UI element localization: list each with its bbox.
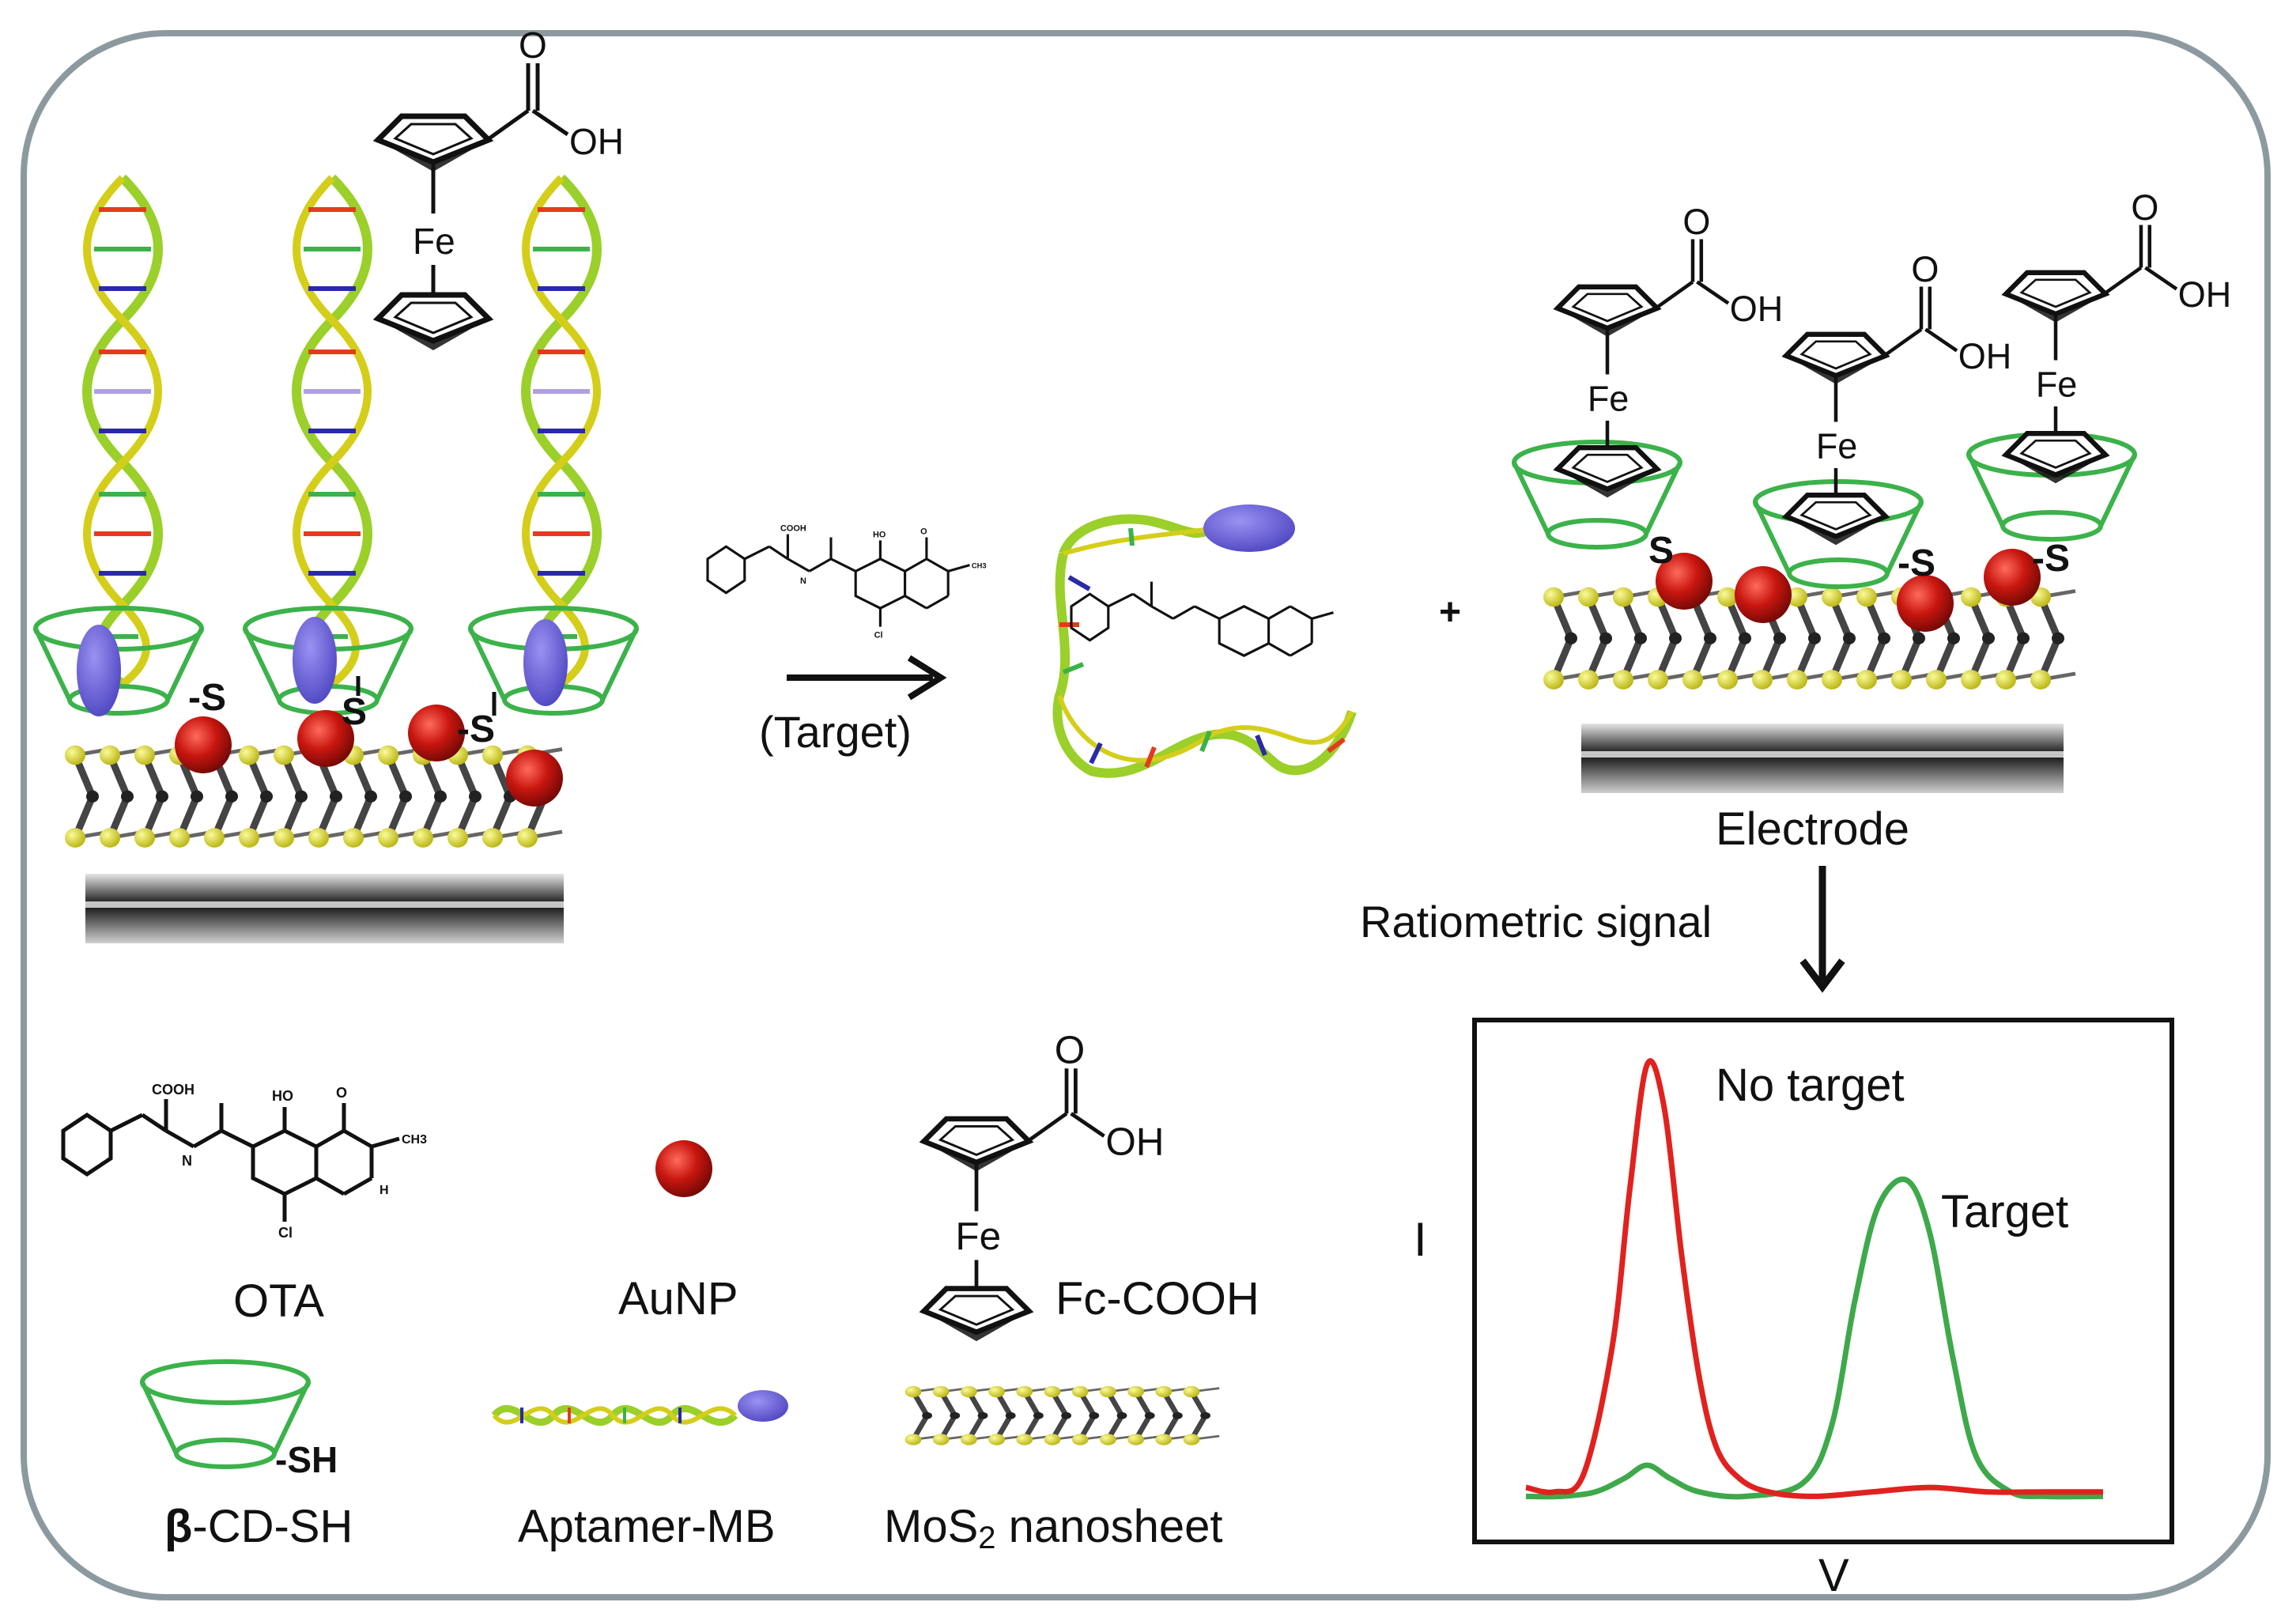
cd-name: -CD-SH bbox=[192, 1501, 353, 1552]
fe-label: Fe bbox=[955, 1215, 1001, 1258]
legend-ota-label: OTA bbox=[233, 1275, 324, 1327]
legend-cd-label: β-CD-SH bbox=[164, 1501, 353, 1552]
left-mb-2 bbox=[293, 617, 337, 704]
right-electrode-bar bbox=[1581, 724, 2064, 793]
left-s-label-2: S bbox=[342, 691, 367, 733]
x-axis-label: V bbox=[1818, 1550, 1849, 1601]
complex-mb bbox=[1203, 504, 1295, 552]
left-s-label-3: -S bbox=[457, 708, 495, 750]
legend-aunp-symbol bbox=[655, 1140, 712, 1197]
o-label: O bbox=[1055, 1029, 1085, 1072]
legend-no-target: No target bbox=[1716, 1060, 1905, 1111]
series-line-target bbox=[1525, 1176, 2104, 1500]
right-fc-3: Fe O OH bbox=[2006, 187, 2231, 483]
ch3-label: CH3 bbox=[972, 562, 987, 570]
cooh-label: COOH bbox=[152, 1082, 194, 1098]
right-s-label-3: -S bbox=[2032, 538, 2070, 580]
o-label: O bbox=[1682, 202, 1710, 242]
legend-aptamer-symbol bbox=[491, 1390, 788, 1426]
legend-cd-sh-tag: -SH bbox=[275, 1439, 338, 1480]
cl-label: Cl bbox=[278, 1225, 293, 1241]
mos2-subscript: 2 bbox=[978, 1521, 995, 1555]
cooh-label: COOH bbox=[780, 524, 806, 534]
ho-label: HO bbox=[873, 531, 886, 540]
left-mb-3 bbox=[523, 619, 568, 706]
o-label: O bbox=[1911, 249, 1939, 289]
beta-symbol: β bbox=[164, 1501, 192, 1552]
right-fc-2: Fe O OH bbox=[1786, 249, 2011, 545]
legend-mos2-label: MoS2 nanosheet bbox=[884, 1501, 1223, 1555]
nh-label: N bbox=[182, 1153, 192, 1169]
right-aunp-4 bbox=[1984, 549, 2041, 606]
legend-aptamer-label: Aptamer-MB bbox=[518, 1501, 776, 1552]
ratiometric-label: Ratiometric signal bbox=[1360, 897, 1712, 947]
right-aunp-3 bbox=[1897, 575, 1954, 632]
legend-ota-structure: COOH N HO O Cl CH3 H bbox=[61, 1082, 427, 1241]
right-electrode-assembly: S -S -S Fe O OH Fe O OH Fe O OH bbox=[1514, 187, 2231, 793]
left-electrode-assembly: -S S -S Fe O OH bbox=[36, 25, 636, 943]
electrode-label: Electrode bbox=[1716, 803, 1909, 855]
left-mb-1 bbox=[77, 625, 121, 716]
mos2-nanosheet: nanosheet bbox=[996, 1501, 1223, 1552]
reaction-arrowhead bbox=[907, 655, 947, 701]
oh-label: OH bbox=[569, 121, 624, 162]
ch3-label: CH3 bbox=[402, 1133, 427, 1147]
legend-target: Target bbox=[1941, 1186, 2068, 1237]
voltammogram-chart: No target Target I V bbox=[1414, 1018, 2174, 1601]
oh-label: OH bbox=[1730, 289, 1784, 329]
fe-label: Fe bbox=[413, 221, 455, 262]
series-line-no-target bbox=[1525, 1058, 2103, 1499]
middle-ota-structure: COOH N HO O Cl CH3 bbox=[706, 524, 987, 640]
o-label: O bbox=[2131, 187, 2158, 228]
ratiometric-arrowhead bbox=[1799, 958, 1845, 993]
right-s-label-2: -S bbox=[1898, 542, 1935, 584]
oh-label: OH bbox=[2178, 274, 2232, 315]
o-label: O bbox=[519, 25, 547, 66]
o-label: O bbox=[920, 527, 927, 537]
left-aunp-4 bbox=[506, 750, 563, 807]
target-step-label: (Target) bbox=[759, 707, 912, 757]
fe-label: Fe bbox=[1588, 378, 1629, 418]
ho-label: HO bbox=[272, 1088, 293, 1104]
right-s-label-1: S bbox=[1648, 530, 1674, 572]
left-fc-cooh-molecule: Fe O OH bbox=[378, 25, 624, 350]
left-s-label-1: -S bbox=[188, 677, 226, 719]
right-aunp-2 bbox=[1735, 566, 1792, 623]
left-aunp-2 bbox=[297, 710, 354, 767]
right-aunp-1 bbox=[1656, 553, 1713, 610]
mos2-text: MoS bbox=[884, 1501, 978, 1552]
h-label: H bbox=[380, 1184, 389, 1197]
oh-label: OH bbox=[1958, 336, 2012, 376]
nh-label: N bbox=[800, 576, 806, 586]
fe-label: Fe bbox=[2036, 364, 2078, 404]
plus-sign: + bbox=[1439, 591, 1461, 633]
o-label: O bbox=[336, 1085, 347, 1101]
legend-aunp-label: AuNP bbox=[618, 1273, 738, 1324]
left-aunp-3 bbox=[408, 705, 465, 761]
fe-label: Fe bbox=[1816, 425, 1858, 466]
aptamer-ota-complex bbox=[1052, 504, 1357, 778]
y-axis-label: I bbox=[1414, 1213, 1427, 1266]
oh-label: OH bbox=[1105, 1120, 1164, 1164]
legend-fc-cooh-label: Fc-COOH bbox=[1055, 1273, 1259, 1324]
left-electrode-bar bbox=[85, 874, 564, 943]
right-fc-1: Fe O OH bbox=[1558, 202, 1783, 497]
legend-fc-cooh-structure: Fe O OH bbox=[924, 1029, 1164, 1342]
left-aunp-1 bbox=[175, 716, 232, 773]
cl-label: Cl bbox=[874, 631, 883, 640]
